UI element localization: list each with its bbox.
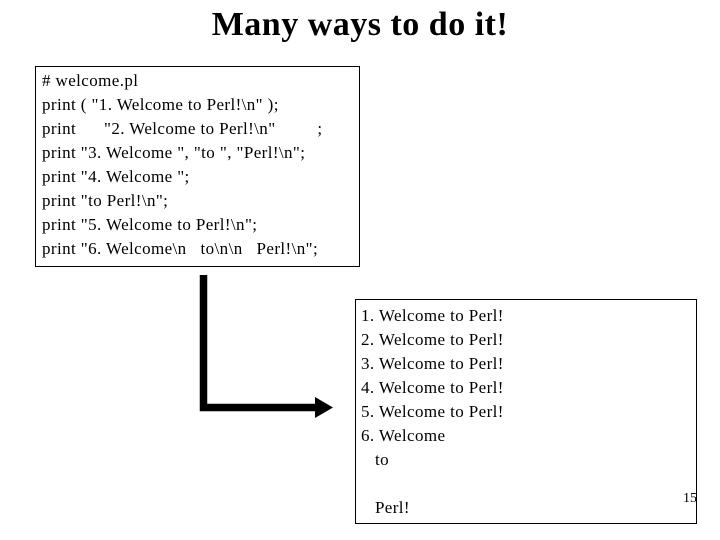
output-box: 1. Welcome to Perl! 2. Welcome to Perl! 3.…: [355, 299, 697, 524]
output-line: Perl!: [361, 498, 410, 517]
slide-title: Many ways to do it!: [211, 6, 509, 43]
output-lines: 1. Welcome to Perl! 2. Welcome to Perl! 3.…: [361, 304, 691, 520]
code-box: # welcome.pl print ( "1. Welcome to Perl!…: [35, 66, 360, 267]
output-line: 4. Welcome to Perl!: [361, 378, 504, 397]
output-line: 2. Welcome to Perl!: [361, 330, 504, 349]
output-line: to: [361, 450, 389, 469]
code-line: print ( "1. Welcome to Perl!\n" );: [42, 95, 279, 114]
output-line: 6. Welcome: [361, 426, 446, 445]
output-line: [361, 472, 691, 496]
output-line: 3. Welcome to Perl!: [361, 354, 504, 373]
output-line: 5. Welcome to Perl!: [361, 402, 504, 421]
output-line: 1. Welcome to Perl!: [361, 306, 504, 325]
code-line: print "4. Welcome ";: [42, 167, 190, 186]
code-line: print "6. Welcome\n to\n\n Perl!\n";: [42, 239, 319, 258]
elbow-arrow-icon: [199, 275, 333, 418]
code-line: print "3. Welcome ", "to ", "Perl!\n";: [42, 143, 306, 162]
code-line: print "5. Welcome to Perl!\n";: [42, 215, 258, 234]
page-number: 15: [683, 491, 697, 506]
code-lines: # welcome.pl print ( "1. Welcome to Perl!…: [42, 69, 353, 261]
code-line: # welcome.pl: [42, 71, 139, 90]
code-line: print "2. Welcome to Perl!\n" ;: [42, 119, 323, 138]
code-line: print "to Perl!\n";: [42, 191, 169, 210]
